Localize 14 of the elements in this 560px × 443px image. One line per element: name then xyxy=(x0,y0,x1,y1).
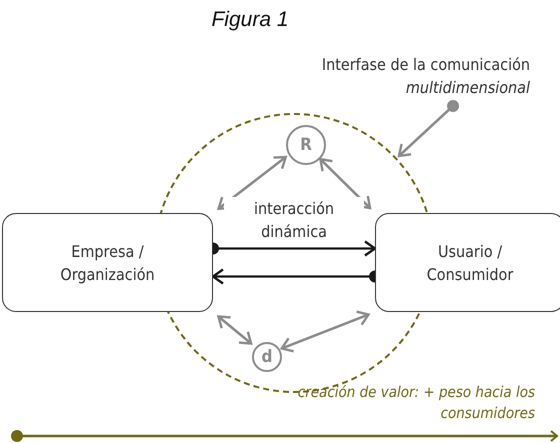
r-circle: R xyxy=(286,125,326,165)
arrow xyxy=(319,158,372,210)
organization-box xyxy=(2,213,213,312)
arrow xyxy=(217,156,287,210)
box-label: Usuario / Consumidor xyxy=(426,240,514,286)
box-label: Empresa / Organización xyxy=(59,240,156,286)
arrow xyxy=(217,315,252,345)
interface-label: Interfase de la comunicación multidimensional xyxy=(322,54,530,99)
note-text: creación de valor: + peso hacia los consumidores xyxy=(296,382,535,424)
arrow xyxy=(280,310,370,353)
consumer-box xyxy=(375,213,560,312)
d-circle: d xyxy=(252,342,282,372)
leader-line xyxy=(398,100,459,158)
figure-title: Figura 1 xyxy=(210,8,290,32)
